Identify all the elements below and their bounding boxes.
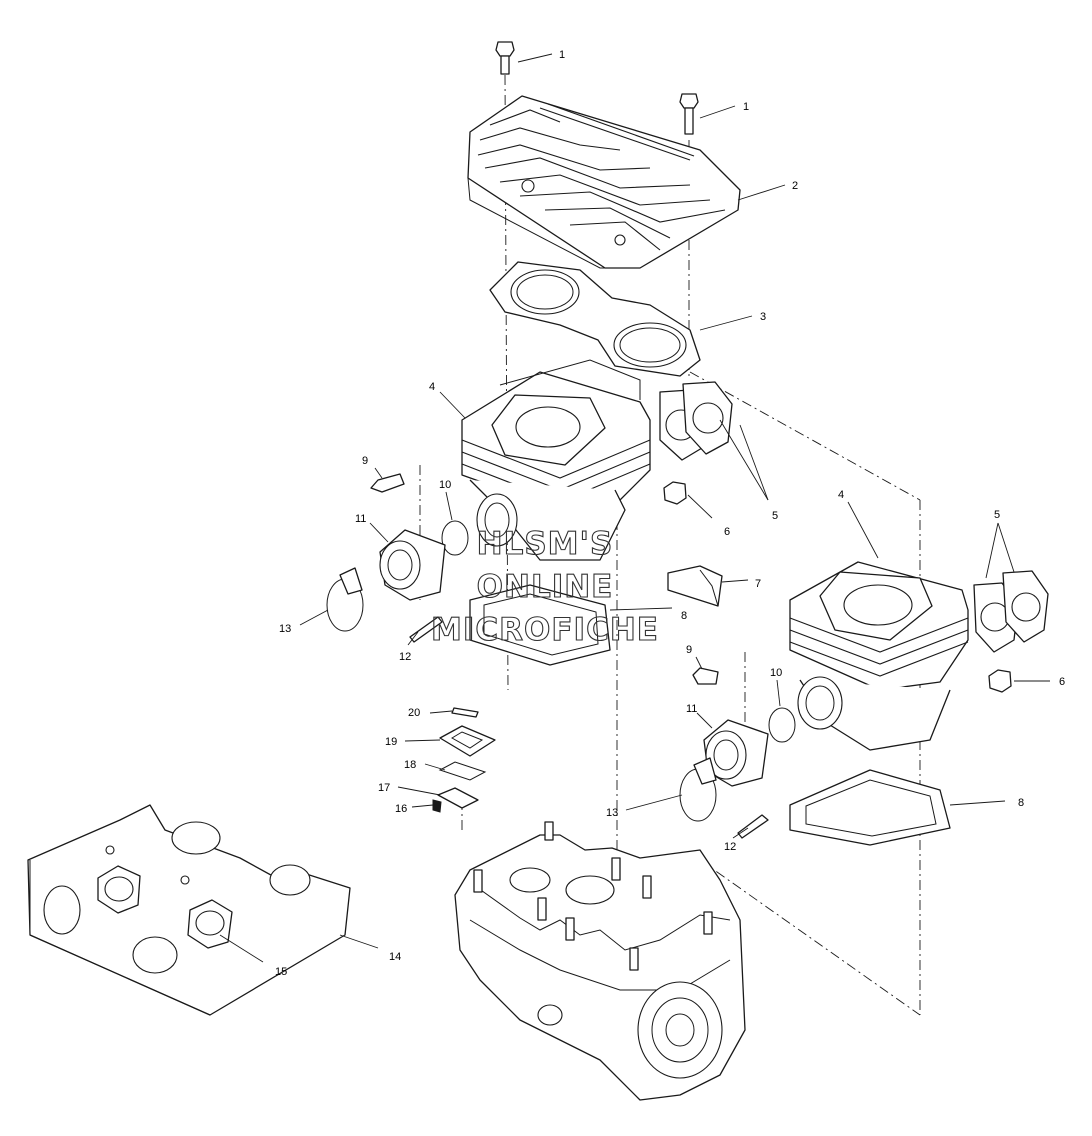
callout-16: 16 — [395, 803, 407, 815]
callout-15: 15 — [275, 966, 287, 978]
head-bolt-left — [495, 41, 515, 75]
callout-12-right: 12 — [724, 841, 736, 853]
callout-14: 14 — [389, 951, 401, 963]
intake-adapter-right — [703, 719, 769, 787]
watermark-line-1: HLSM'S — [477, 526, 614, 562]
callout-4-left: 4 — [429, 381, 435, 393]
callout-9-left: 9 — [362, 455, 368, 467]
callout-18: 18 — [404, 759, 416, 771]
exhaust-nut-right — [988, 669, 1012, 693]
watermark: HLSM'S ONLINE MICROFICHE — [430, 525, 659, 648]
callout-6-right: 6 — [1059, 676, 1065, 688]
cylinder-head — [467, 95, 741, 269]
callout-13-right: 13 — [606, 807, 618, 819]
exhaust-gaskets-left — [659, 381, 733, 461]
intake-adapter-left — [379, 529, 446, 601]
callout-5-left: 5 — [772, 510, 778, 522]
base-gasket-left — [469, 584, 611, 666]
callout-9-right: 9 — [686, 644, 692, 656]
screw-right — [692, 667, 719, 685]
callout-17: 17 — [378, 782, 390, 794]
exhaust-gaskets-right — [973, 570, 1049, 653]
stud-right — [737, 814, 769, 839]
callout-20: 20 — [408, 707, 420, 719]
cylinder-right — [789, 561, 969, 751]
reed-petal-18 — [438, 761, 487, 781]
exhaust-nut-left — [663, 481, 687, 505]
stud-left — [409, 616, 443, 643]
head-bolt-right — [679, 93, 699, 135]
callout-10-right: 10 — [770, 667, 782, 679]
reed-screw-20 — [451, 707, 479, 718]
callout-11-left: 11 — [355, 513, 366, 525]
callout-8-right: 8 — [1018, 797, 1024, 809]
callout-13-left: 13 — [279, 623, 291, 635]
callout-4-right: 4 — [838, 489, 844, 501]
cylinder-left — [461, 359, 651, 561]
clamp-right — [679, 757, 717, 822]
callout-10-left: 10 — [439, 479, 451, 491]
callout-11-right: 11 — [686, 703, 697, 715]
reed-cage-19 — [439, 725, 496, 757]
reed-screw-16 — [432, 799, 442, 813]
intake-plate — [27, 804, 351, 1016]
callout-12-left: 12 — [399, 651, 411, 663]
leader-lines — [219, 53, 1050, 963]
crankcase — [454, 821, 746, 1101]
screw-left — [370, 473, 405, 493]
o-ring-left — [441, 520, 469, 556]
callout-6-left: 6 — [724, 526, 730, 538]
callout-labels: 1 1 2 3 4 4 5 5 6 6 7 8 8 9 9 10 10 11 1… — [275, 49, 1065, 978]
reed-stop-17 — [437, 787, 479, 809]
o-ring-right — [768, 707, 796, 743]
callout-7: 7 — [755, 578, 761, 590]
watermark-line-2: ONLINE — [477, 569, 614, 605]
callout-3: 3 — [760, 311, 766, 323]
head-gasket — [489, 261, 701, 377]
callout-2: 2 — [792, 180, 798, 192]
wedge-part — [667, 565, 723, 607]
callout-1-top: 1 — [559, 49, 565, 61]
base-gasket-right — [789, 769, 951, 846]
callout-8-left: 8 — [681, 610, 687, 622]
watermark-line-3: MICROFICHE — [431, 612, 659, 648]
clamp-left — [326, 567, 364, 632]
reed-assembly — [432, 707, 496, 813]
callout-1-right: 1 — [743, 101, 749, 113]
callout-5-right: 5 — [994, 509, 1000, 521]
callout-19: 19 — [385, 736, 397, 748]
